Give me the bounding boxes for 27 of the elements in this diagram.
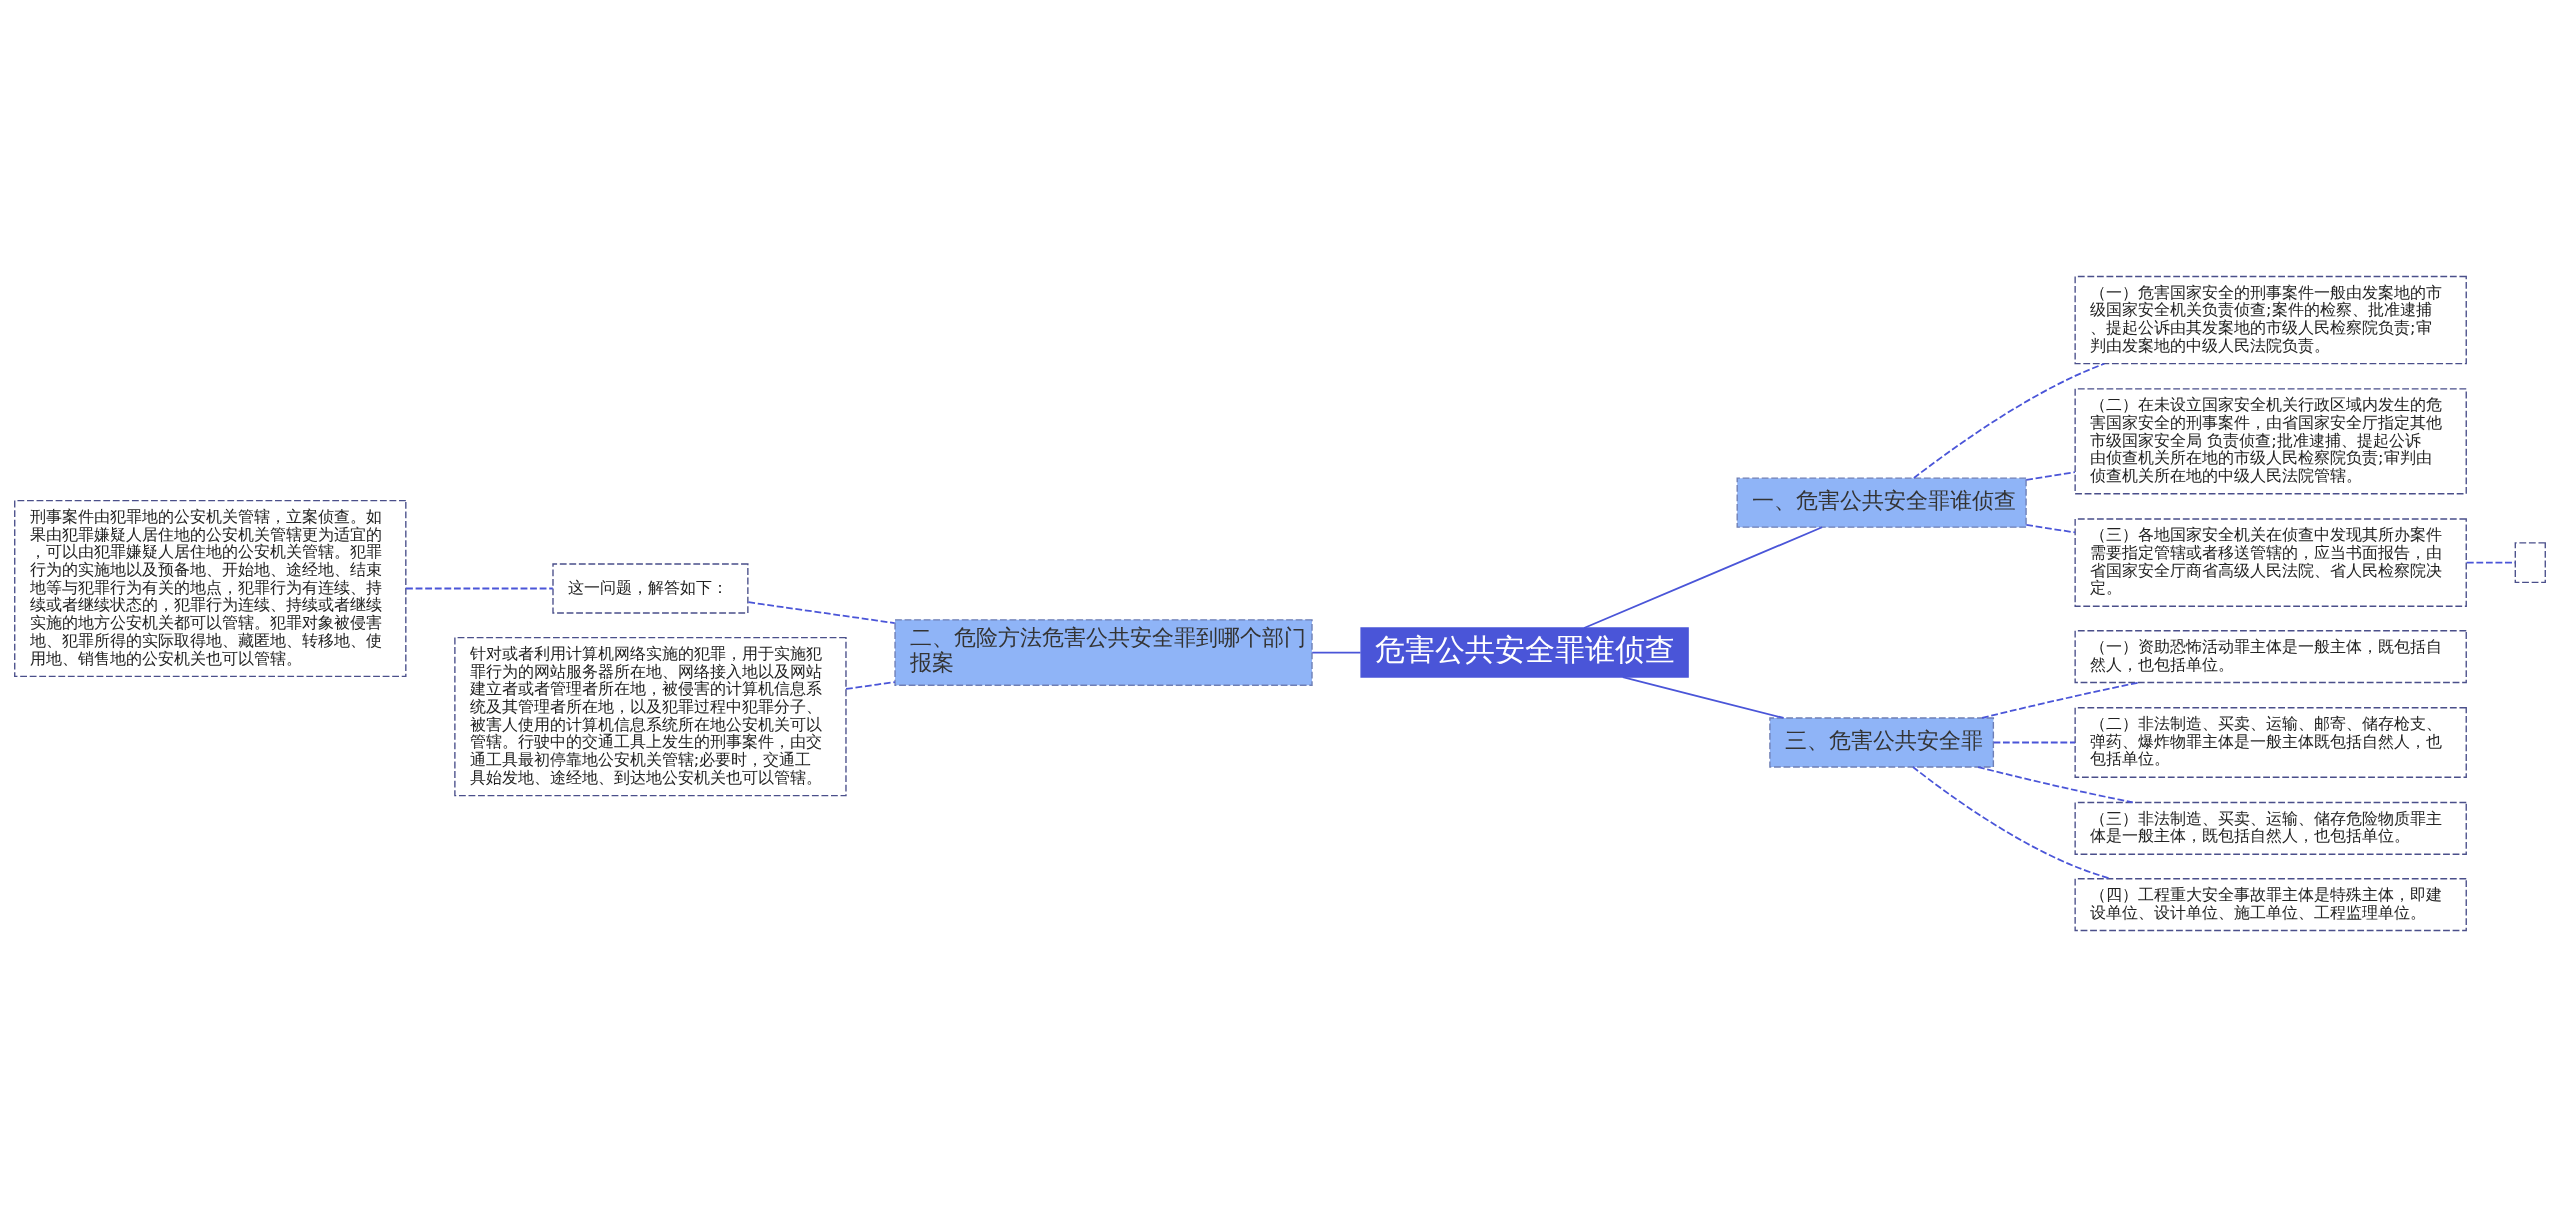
connector	[2025, 524, 2076, 534]
connector	[845, 681, 896, 690]
connector	[1311, 651, 1362, 654]
connector	[1912, 766, 2112, 880]
node-box: （一）危害国家安全的刑事案件一般由发案地的市级国家安全机关负责侦查;案件的检察、批准逮捕、提起公诉由其发案地的市级人民检察院负责;审判由发案地的中级人民法院负责。	[2074, 275, 2467, 365]
connector	[1621, 676, 1785, 719]
node-box: 二、危险方法危害公共安全罪到哪个部门报案	[894, 619, 1313, 686]
connector	[1913, 362, 2106, 479]
connector	[2025, 471, 2076, 481]
node-box: （四）工程重大安全事故罪主体是特殊主体，即建设单位、设计单位、施工单位、工程监理单位。	[2074, 878, 2467, 932]
connector	[405, 587, 554, 590]
node-box: （一）资助恐怖活动罪主体是一般主体，既包括自然人，也包括单位。	[2074, 630, 2467, 684]
node-box: 三、危害公共安全罪	[1769, 717, 1995, 768]
node-box: （三）非法制造、买卖、运输、储存危险物质罪主体是一般主体，既包括自然人，也包括单位。	[2074, 801, 2467, 855]
node-box	[2514, 542, 2546, 584]
node-box: 针对或者利用计算机网络实施的犯罪，用于实施犯罪行为的网站服务器所在地、网络接入地以及网站建立者或者管理者所在地，被侵害的计算机信息系统及其管理者所在地，以及犯罪过程中犯罪分子、被害人使用的计算机信息系统所在地公安机关可以管辖。行驶中的交通工具上发生的刑事案件，由交通工具最初停靠地公安机关管辖;必要时，交通工具始发地、途经地、到达地公安机关也可以管辖。	[454, 636, 847, 797]
node-box: （三）各地国家安全机关在侦查中发现其所办案件需要指定管辖或者移送管辖的，应当书面报告，由省国家安全厅商省高级人民法院、省人民检察院决定。	[2074, 518, 2467, 607]
connector	[1977, 766, 2134, 804]
node-box: 这一问题，解答如下：	[552, 563, 749, 614]
node-box: 危害公共安全罪谁侦查	[1360, 627, 1689, 678]
connector	[1992, 741, 2076, 744]
node-box: 一、危害公共安全罪谁侦查	[1736, 477, 2027, 528]
node-box: 刑事案件由犯罪地的公安机关管辖，立案侦查。如果由犯罪嫌疑人居住地的公安机关管辖更为适宜的，可以由犯罪嫌疑人居住地的公安机关管辖。犯罪行为的实施地以及预备地、开始地、途经地、结束地等与犯罪行为有关的地点，犯罪行为有连续、持续或者继续状态的，犯罪行为连续、持续或者继续实施的地方公安机关都可以管辖。犯罪对象被侵害地、犯罪所得的实际取得地、藏匿地、转移地、使用地、销售地的公安机关也可以管辖。	[14, 499, 407, 678]
connector	[747, 601, 896, 624]
connector	[1583, 526, 1823, 629]
node-box: （二）在未设立国家安全机关行政区域内发生的危害国家安全的刑事案件，由省国家安全厅指定其他市级国家安全局 负责侦查;批准逮捕、提起公诉由侦查机关所在地的市级人民检察院负责;审判由侦查机关所在地的中级人民法院管辖。	[2074, 388, 2467, 495]
node-box: （二）非法制造、买卖、运输、邮寄、储存枪支、弹药、爆炸物罪主体是一般主体既包括自然人，也包括单位。	[2074, 707, 2467, 778]
